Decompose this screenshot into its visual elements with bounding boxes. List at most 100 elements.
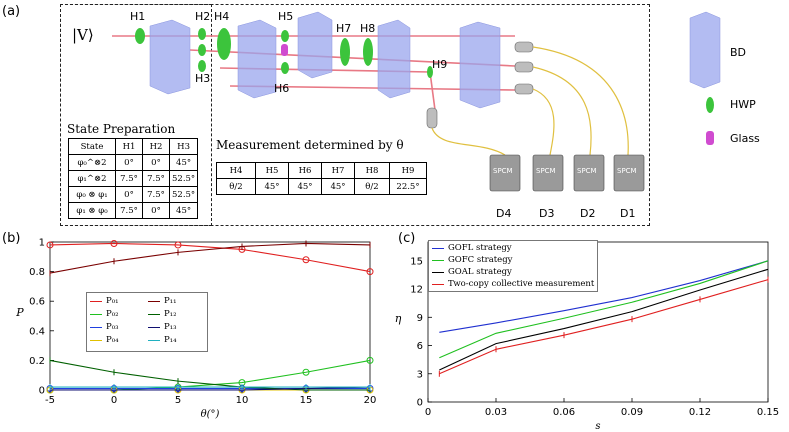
glass-element: [281, 44, 288, 56]
x-tick-label: 0.15: [757, 407, 779, 418]
table-cell: 7.5°: [142, 186, 170, 203]
table-cell: 0°: [142, 154, 170, 171]
detector-label-d2: D2: [580, 207, 596, 220]
x-tick-label: 10: [236, 395, 249, 406]
legend-label: P₀₂: [106, 309, 119, 319]
hwp-h3: [198, 60, 206, 72]
hwp-legend-icon: [706, 97, 714, 113]
legend-label: GOAL strategy: [448, 267, 512, 277]
x-tick-label: 0: [425, 407, 431, 418]
series-line: [49, 242, 371, 274]
detector-text-d3: SPCM: [536, 167, 556, 175]
hwp-h2b: [198, 44, 206, 56]
y-tick-label: 0.6: [29, 297, 45, 308]
y-tick-label: 0: [417, 398, 423, 409]
table-row: φ₀^⊗2 0° 0° 45°: [68, 154, 199, 171]
legend-swatch: [432, 284, 444, 285]
table-cell: 45°: [168, 154, 199, 171]
y-tick-label: 0.8: [29, 267, 45, 278]
x-tick-label: 5: [175, 395, 181, 406]
table-row: State H1 H2 H3: [68, 138, 199, 155]
x-tick-label: 15: [300, 395, 313, 406]
bd-legend-icon: [689, 11, 721, 89]
hwp-label-h7: H7: [336, 22, 352, 35]
table-row: φ₀ ⊗ φ₁ 0° 7.5° 52.5°: [68, 186, 199, 203]
table-cell: H2: [142, 138, 170, 155]
table-cell: 0°: [115, 186, 143, 203]
table-cell: 45°: [255, 178, 289, 195]
panel-label-a: (a): [2, 4, 21, 19]
hwp-h8: [363, 38, 373, 66]
panel-label-b: (b): [2, 231, 21, 246]
table-row: φ₁ ⊗ φ₀ 7.5° 0° 45°: [68, 202, 199, 219]
hwp-h1: [135, 28, 145, 44]
data-point: [366, 356, 374, 364]
table-row: φ₁^⊗2 7.5° 7.5° 52.5°: [68, 170, 199, 187]
table-cell: 52.5°: [168, 186, 199, 203]
hwp-elements: [135, 28, 433, 78]
detector-text-d4: SPCM: [493, 167, 513, 175]
legend-swatch: [90, 327, 102, 328]
legend-swatch: [90, 301, 102, 302]
data-point: [110, 239, 118, 247]
bd-5: [459, 21, 501, 109]
x-tick-label: 20: [364, 395, 377, 406]
series-line: [439, 279, 769, 375]
series-line: [50, 359, 371, 391]
legend-bd-label: BD: [730, 46, 747, 59]
legend-swatch: [432, 260, 444, 261]
chart-c-legend: [428, 240, 598, 292]
data-point: [46, 241, 54, 249]
y-axis-label: η: [395, 312, 402, 325]
table-cell: φ₁ ⊗ φ₀: [68, 202, 116, 219]
table-row: θ/2 45° 45° 45° θ/2 22.5°: [216, 178, 427, 195]
hwp-label-h5: H5: [278, 10, 294, 23]
table-cell: 22.5°: [389, 178, 427, 195]
x-tick-label: 0.09: [621, 407, 643, 418]
beam-down: [429, 71, 436, 111]
hwp-h2a: [198, 28, 206, 40]
fiber-d2: [532, 66, 592, 156]
fibers: [431, 46, 629, 156]
table-cell: 7.5°: [115, 202, 143, 219]
hwp-label-h4: H4: [214, 10, 230, 23]
legend-label: P₀₁: [106, 296, 119, 306]
coupler-3: [514, 83, 534, 95]
detector-d3: [532, 154, 564, 192]
table-cell: H7: [321, 162, 355, 179]
legend-label: GOFC strategy: [448, 255, 513, 265]
state-prep-frame: [60, 4, 212, 226]
legend-label: P₁₁: [164, 296, 177, 306]
legend-swatch: [148, 301, 160, 302]
table-cell: 52.5°: [168, 170, 199, 187]
legend-swatch: [148, 327, 160, 328]
table-cell: 7.5°: [115, 170, 143, 187]
glass-legend-icon: [706, 131, 714, 145]
hwp-h5: [281, 30, 289, 42]
detector-d2: [573, 154, 605, 192]
table-cell: H4: [216, 162, 256, 179]
measurement-title: Measurement determined by θ: [216, 138, 404, 152]
legend-label: GOFL strategy: [448, 243, 512, 253]
table-cell: 0°: [142, 202, 170, 219]
x-tick-label: 0.06: [553, 407, 575, 418]
table-cell: H5: [255, 162, 289, 179]
y-tick-label: 3: [417, 369, 423, 380]
table-cell: H8: [354, 162, 390, 179]
coupler-2: [514, 61, 534, 73]
x-tick-label: 0.12: [689, 407, 711, 418]
hwp-label-h8: H8: [360, 22, 376, 35]
hwp-h6: [281, 62, 289, 74]
table-cell: 7.5°: [142, 170, 170, 187]
bd-4: [377, 19, 411, 99]
table-cell: θ/2: [354, 178, 390, 195]
fiber-couplers: [426, 41, 534, 129]
series-line: [439, 260, 769, 359]
hwp-h7: [340, 38, 350, 66]
coupler-4: [426, 107, 438, 129]
detector-d1: [613, 154, 645, 192]
measurement-table: H4 H5 H6 H7 H8 H9 θ/2 45° 45° 45° θ/2 22…: [216, 162, 427, 195]
data-point: [302, 368, 310, 376]
table-cell: φ₀^⊗2: [68, 154, 116, 171]
